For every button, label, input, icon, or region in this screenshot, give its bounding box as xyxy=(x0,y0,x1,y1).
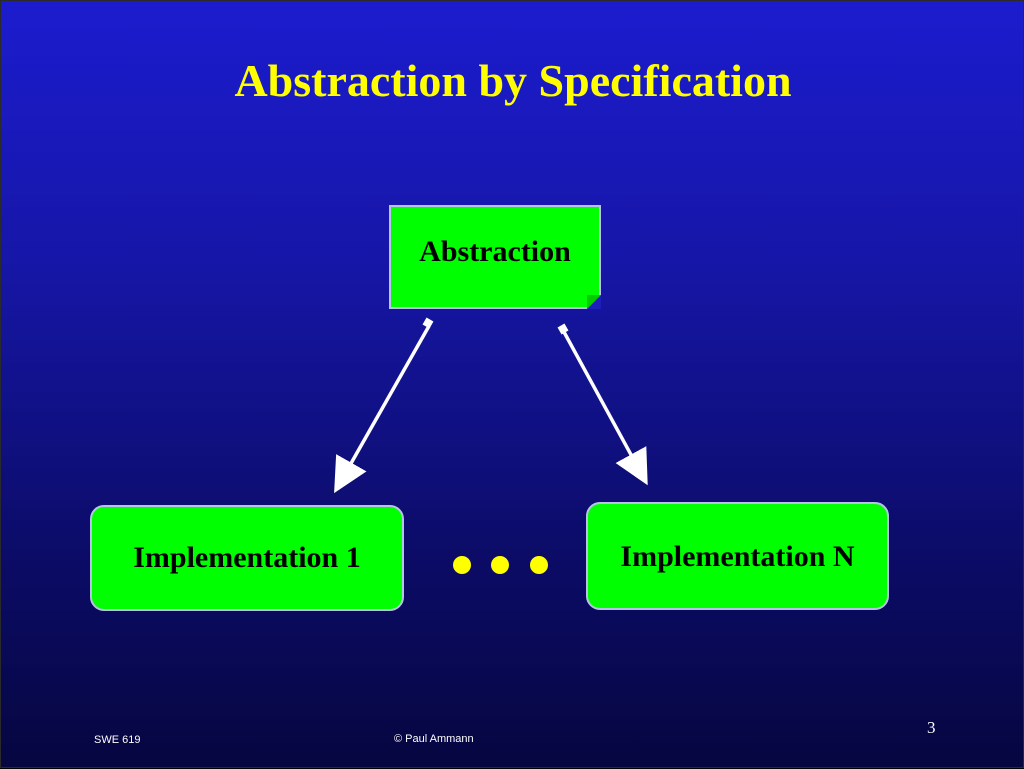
abstraction-label: Abstraction xyxy=(419,235,571,268)
folded-corner-icon xyxy=(587,295,601,309)
page-number: 3 xyxy=(927,718,936,737)
arrow-abstraction-to-impl-n xyxy=(557,323,648,486)
abstraction-box: Abstraction xyxy=(389,205,601,309)
ellipsis xyxy=(449,549,559,579)
footer-copyright: © Paul Ammann xyxy=(394,733,474,745)
implementation-n-box: Implementation N xyxy=(586,502,889,610)
implementation-1-label: Implementation 1 xyxy=(133,541,361,574)
footer-course: SWE 619 xyxy=(94,734,141,746)
slide-title: Abstraction by Specification xyxy=(234,55,792,106)
implementation-1-box: Implementation 1 xyxy=(90,505,404,611)
ellipsis-dot xyxy=(491,556,509,574)
ellipsis-dot xyxy=(453,556,471,574)
ellipsis-dot xyxy=(530,556,548,574)
arrow-abstraction-to-impl-1 xyxy=(334,317,434,494)
implementation-n-label: Implementation N xyxy=(620,540,855,573)
